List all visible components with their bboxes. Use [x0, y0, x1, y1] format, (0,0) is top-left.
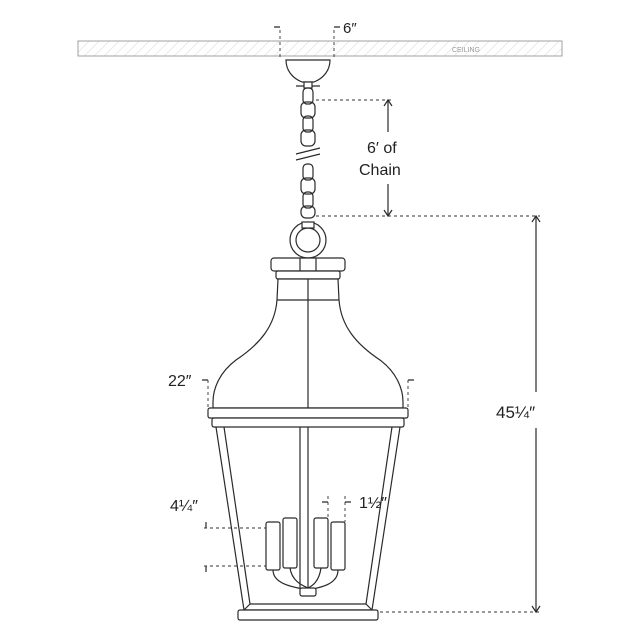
candle-cluster — [265, 517, 346, 597]
chain-length-dimension: 6′ of Chain — [316, 98, 401, 218]
candle-socket-2 — [282, 517, 298, 569]
socket-height-dimension: 4¼″ — [170, 498, 266, 572]
overall-width-dimension: 22″ — [168, 373, 414, 412]
chain — [295, 87, 321, 219]
socket-width-dimension: 1½″ — [322, 495, 387, 522]
glass-cage — [215, 426, 401, 621]
lantern-hood — [207, 278, 409, 428]
socket-height-label: 4¼″ — [170, 498, 198, 515]
ceiling: CEILING — [77, 40, 563, 57]
overall-width-label: 22″ — [168, 373, 192, 390]
overall-height-dimension: 45¼″ — [316, 214, 541, 614]
candle-socket-4 — [330, 521, 346, 571]
canopy-width-label: 6″ — [343, 20, 357, 37]
ceiling-label: CEILING — [452, 47, 480, 54]
candle-socket-3 — [313, 517, 329, 569]
candle-socket-1 — [265, 521, 281, 571]
chain-length-label-line2: Chain — [359, 162, 401, 179]
chain-length-label-line1: 6′ of — [367, 140, 397, 157]
canopy-width-dimension: 6″ — [274, 20, 357, 58]
overall-height-label: 45¼″ — [496, 403, 535, 422]
hanging-loop — [289, 221, 327, 259]
socket-width-label: 1½″ — [359, 495, 387, 512]
lantern-top-cap — [270, 257, 346, 280]
canopy — [285, 59, 331, 89]
